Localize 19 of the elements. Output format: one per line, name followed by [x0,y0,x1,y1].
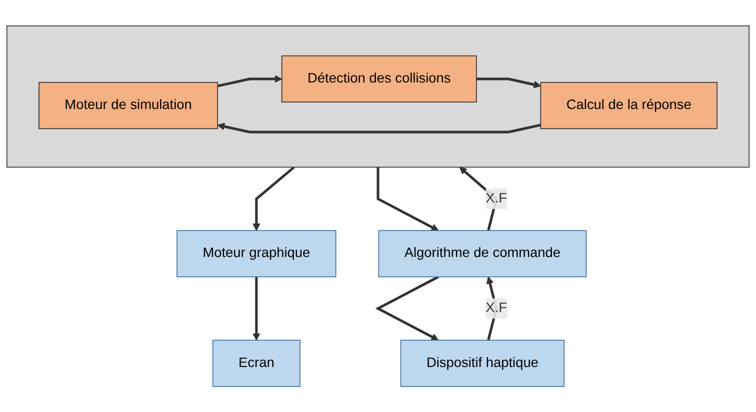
arrow [486,276,498,340]
arrow [476,78,542,88]
edge-label: X.F [486,300,507,316]
arrow [376,167,439,231]
cluster [6,25,750,168]
arrow [252,166,295,231]
node-box: Moteur graphique [176,230,336,278]
node-box: Algorithme de commande [378,230,587,278]
arrow [459,166,498,231]
node-box: Dispositif haptique [400,340,565,387]
node-box: Détection des collisions [281,55,477,102]
node-box: Ecran [212,340,300,387]
arrow [252,276,260,340]
arrow [217,122,541,134]
edge-label: X.F [486,191,507,206]
arrow [217,75,282,88]
arrow [375,276,439,340]
node-box: Moteur de simulation [38,82,218,129]
node-box: Calcul de la réponse [540,82,718,129]
